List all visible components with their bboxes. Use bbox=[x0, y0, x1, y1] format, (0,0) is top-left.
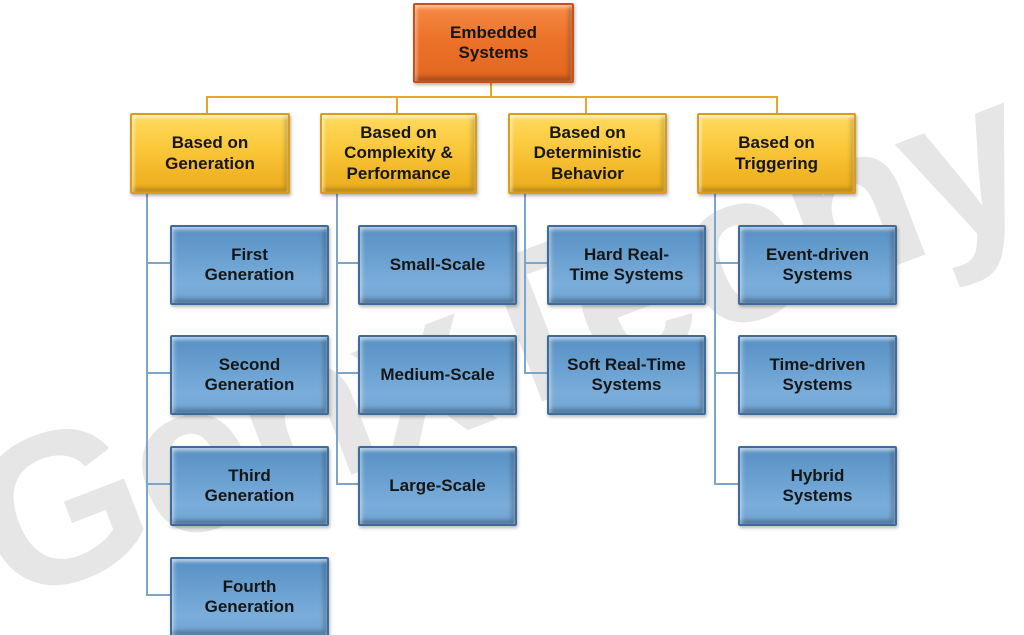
connector-drop-triggering bbox=[776, 96, 778, 114]
node-large-scale-label: Large-Scale bbox=[389, 475, 486, 495]
node-event-driven-systems-label: Event-driven Systems bbox=[766, 244, 869, 284]
node-large-scale: Large-Scale bbox=[358, 446, 517, 526]
connector-column-generation bbox=[146, 189, 148, 596]
node-third-generation: Third Generation bbox=[170, 446, 329, 526]
node-based-on-generation-label: Based on Generation bbox=[165, 133, 255, 173]
node-soft-real-time-systems-label: Soft Real-Time Systems bbox=[567, 354, 686, 394]
node-based-on-deterministic-behavior-label: Based on Deterministic Behavior bbox=[533, 123, 642, 183]
node-first-generation-label: First Generation bbox=[204, 244, 295, 284]
node-event-driven-systems: Event-driven Systems bbox=[738, 225, 897, 305]
node-soft-real-time-systems: Soft Real-Time Systems bbox=[547, 335, 706, 415]
node-small-scale-label: Small-Scale bbox=[389, 254, 486, 274]
node-based-on-complexity-performance-label: Based on Complexity & Performance bbox=[344, 123, 453, 183]
connector-stub-second-generation bbox=[146, 372, 170, 374]
connector-drop-generation bbox=[206, 96, 208, 114]
connector-stub-first-generation bbox=[146, 262, 170, 264]
connector-stub-medium-scale bbox=[336, 372, 358, 374]
node-based-on-deterministic-behavior: Based on Deterministic Behavior bbox=[508, 113, 667, 194]
node-embedded-systems: Embedded Systems bbox=[413, 3, 574, 83]
node-hard-real-time-systems: Hard Real-Time Systems bbox=[547, 225, 706, 305]
connector-stub-soft-real-time bbox=[524, 372, 547, 374]
connector-column-triggering bbox=[714, 189, 716, 484]
connector-stub-hybrid bbox=[714, 483, 738, 485]
connector-level1-horizontal bbox=[206, 96, 778, 98]
node-second-generation-label: Second Generation bbox=[204, 354, 295, 394]
node-based-on-generation: Based on Generation bbox=[130, 113, 290, 194]
node-based-on-complexity-performance: Based on Complexity & Performance bbox=[320, 113, 477, 194]
connector-stub-hard-real-time bbox=[524, 262, 547, 264]
connector-drop-deterministic bbox=[585, 96, 587, 114]
node-medium-scale-label: Medium-Scale bbox=[380, 364, 495, 384]
node-based-on-triggering-label: Based on Triggering bbox=[734, 133, 819, 173]
connector-drop-complexity bbox=[396, 96, 398, 114]
connector-stub-fourth-generation bbox=[146, 594, 170, 596]
node-fourth-generation: Fourth Generation bbox=[170, 557, 329, 635]
node-first-generation: First Generation bbox=[170, 225, 329, 305]
node-medium-scale: Medium-Scale bbox=[358, 335, 517, 415]
node-time-driven-systems: Time-driven Systems bbox=[738, 335, 897, 415]
connector-stub-time-driven bbox=[714, 372, 738, 374]
node-hybrid-systems: Hybrid Systems bbox=[738, 446, 897, 526]
connector-stub-third-generation bbox=[146, 483, 170, 485]
node-hard-real-time-systems-label: Hard Real-Time Systems bbox=[569, 244, 684, 284]
connector-column-complexity bbox=[336, 189, 338, 484]
connector-stub-event-driven bbox=[714, 262, 738, 264]
node-fourth-generation-label: Fourth Generation bbox=[204, 576, 295, 616]
connector-column-deterministic bbox=[524, 189, 526, 373]
node-based-on-triggering: Based on Triggering bbox=[697, 113, 856, 194]
node-second-generation: Second Generation bbox=[170, 335, 329, 415]
node-third-generation-label: Third Generation bbox=[204, 465, 295, 505]
node-hybrid-systems-label: Hybrid Systems bbox=[782, 465, 853, 505]
node-time-driven-systems-label: Time-driven Systems bbox=[769, 354, 866, 394]
connector-stub-large-scale bbox=[336, 483, 358, 485]
connector-root-stem bbox=[490, 79, 492, 98]
node-small-scale: Small-Scale bbox=[358, 225, 517, 305]
node-embedded-systems-label: Embedded Systems bbox=[450, 22, 537, 62]
connector-stub-small-scale bbox=[336, 262, 358, 264]
